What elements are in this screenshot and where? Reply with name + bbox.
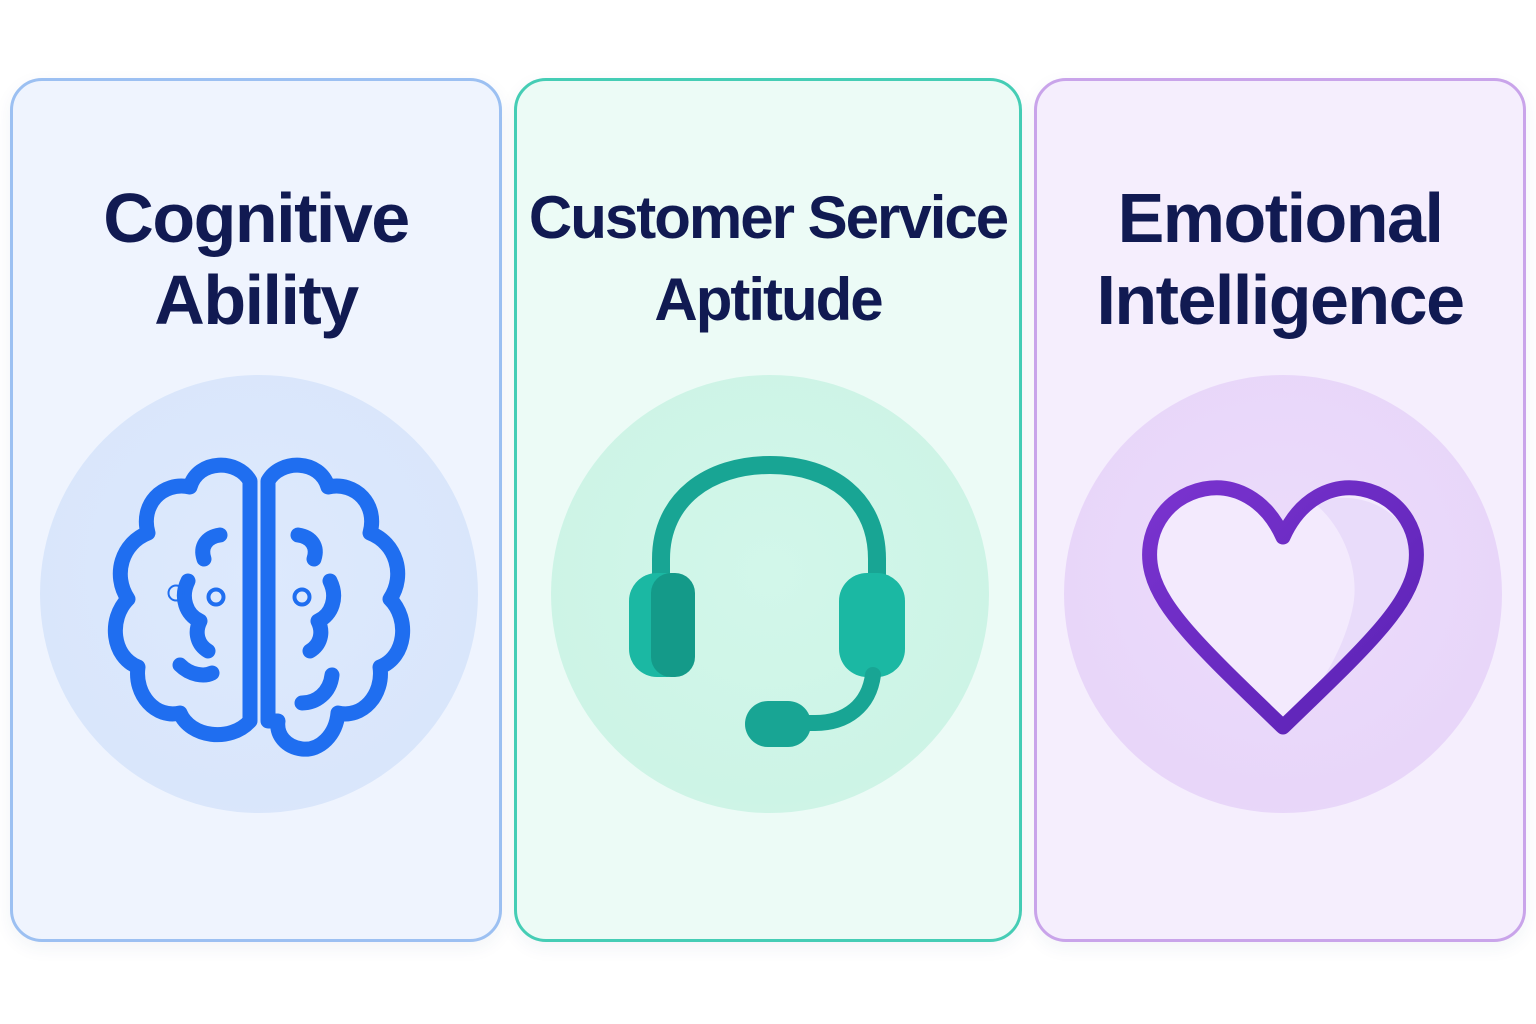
icon-badge — [40, 375, 478, 813]
card-customer-service-aptitude: Customer Service Aptitude — [514, 78, 1022, 942]
card-cognitive-ability: Cognitive Ability — [10, 78, 502, 942]
heart-icon — [1142, 480, 1424, 735]
card-title-line-1: Customer Service — [528, 184, 1009, 251]
card-title: Cognitive Ability — [13, 177, 499, 341]
icon-badge — [551, 375, 989, 813]
card-title-line-2: Intelligence — [1096, 261, 1465, 339]
icon-badge — [1064, 375, 1502, 813]
brain-icon — [107, 457, 411, 757]
card-title: Emotional Intelligence — [1037, 177, 1523, 341]
card-title-line-1: Cognitive — [103, 179, 410, 257]
headset-icon — [629, 455, 905, 747]
card-title-line-2: Ability — [154, 261, 359, 339]
card-emotional-intelligence: Emotional Intelligence — [1034, 78, 1526, 942]
card-title: Customer Service Aptitude — [517, 177, 1019, 341]
card-title-line-2: Aptitude — [654, 266, 883, 333]
card-title-line-1: Emotional — [1117, 179, 1444, 257]
